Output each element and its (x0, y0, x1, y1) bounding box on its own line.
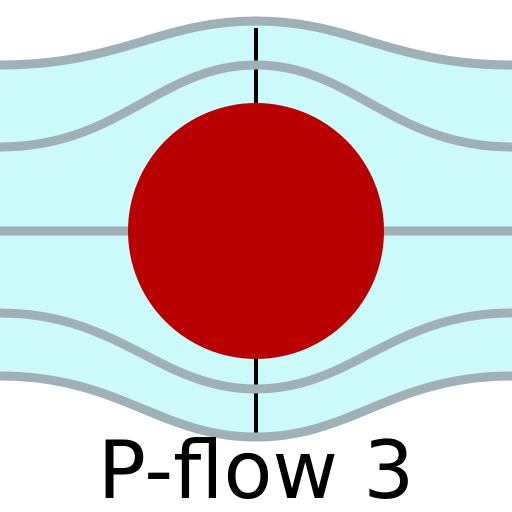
logo-caption: P-flow 3 (97, 424, 415, 512)
obstacle-disk (128, 103, 384, 359)
streamline-top-outer (0, 16, 512, 70)
streamline-bottom-inner (0, 308, 512, 394)
streamline-top-inner (0, 60, 512, 152)
streamline-bottom-outer (0, 371, 512, 442)
